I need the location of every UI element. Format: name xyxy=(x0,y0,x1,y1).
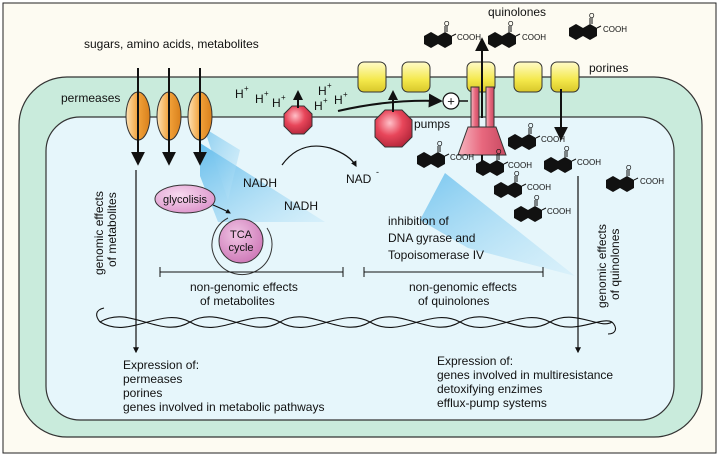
svg-text:+: + xyxy=(327,81,332,90)
porines-label: porines xyxy=(589,61,628,75)
nadh-oxidation-arrow xyxy=(281,145,357,168)
permeases-label: permeases xyxy=(61,91,120,105)
expression-right-list: Expression of: genes involved in multire… xyxy=(437,354,613,410)
svg-text:H: H xyxy=(334,93,343,107)
nad-minus-sup: - xyxy=(376,167,379,177)
svg-text:genes involved in multiresista: genes involved in multiresistance xyxy=(437,368,613,382)
inhibition-label-3: Topoisomerase IV xyxy=(388,248,484,262)
genomic-quinolones-label: genomic effects of quinolones xyxy=(595,224,622,308)
permease-arrows xyxy=(131,68,207,166)
inhibition-label-1: inhibition of xyxy=(388,214,449,228)
tca-cycle-arc xyxy=(211,217,273,276)
tca-cycle-node xyxy=(218,218,264,264)
expression-left-list: Expression of: permeases porines genes i… xyxy=(123,358,324,414)
inhibition-label-2: DNA gyrase and xyxy=(388,231,475,245)
proton-flux-arrow xyxy=(337,93,443,112)
svg-text:H: H xyxy=(318,84,327,98)
svg-text:COOH: COOH xyxy=(527,183,551,192)
svg-text:O: O xyxy=(514,171,520,178)
svg-text:O: O xyxy=(626,165,632,172)
svg-text:H: H xyxy=(314,99,323,113)
glycolisis-label: glycolisis xyxy=(163,194,208,206)
svg-text:H: H xyxy=(272,96,281,110)
metabolite-effect-wedge-top xyxy=(204,128,240,200)
svg-text:detoxifying enzimes: detoxifying enzimes xyxy=(437,382,542,396)
cooh-labels: COOH COOH COOH COOH COOH COOH COOH COOH … xyxy=(437,13,664,216)
svg-text:COOH: COOH xyxy=(603,25,627,34)
proton-pump-octagon-1 xyxy=(283,90,313,135)
proton-labels: H+ H+ H+ H+ H+ H+ xyxy=(235,81,348,113)
svg-text:H: H xyxy=(255,92,264,106)
svg-text:COOH: COOH xyxy=(547,207,571,216)
svg-text:COOH: COOH xyxy=(450,153,474,162)
svg-text:+: + xyxy=(244,84,249,93)
svg-text:O: O xyxy=(528,123,534,130)
glycolisis-node xyxy=(154,184,216,214)
svg-text:porines: porines xyxy=(123,386,162,400)
nad-label: NAD xyxy=(346,172,372,186)
svg-text:H: H xyxy=(235,87,244,101)
svg-text:COOH: COOH xyxy=(577,158,601,167)
tca-label: TCA xyxy=(230,229,253,241)
nadh-label-1: NADH xyxy=(243,176,277,190)
nongenomic-quinolones-label-1: non-genomic effects xyxy=(409,280,517,294)
svg-text:of quinolones: of quinolones xyxy=(608,229,622,300)
efflux-pump xyxy=(457,37,507,168)
plus-symbol: + xyxy=(447,94,455,109)
svg-text:+: + xyxy=(264,89,269,98)
quinolone-effect-wedge xyxy=(420,173,575,276)
nongenomic-quinolones-label-2: of quinolones xyxy=(418,294,489,308)
svg-text:of metabolites: of metabolites xyxy=(105,192,119,267)
svg-text:O: O xyxy=(444,21,450,28)
nadh-label-2: NADH xyxy=(284,199,318,213)
sugars-label: sugars, amino acids, metabolites xyxy=(84,37,259,51)
svg-text:O: O xyxy=(437,141,443,148)
svg-text:O: O xyxy=(534,195,540,202)
svg-text:O: O xyxy=(508,21,514,28)
genomic-metabolites-label: genomic effects of metabolites xyxy=(92,191,119,275)
svg-text:COOH: COOH xyxy=(522,33,546,42)
nongenomic-metabolites-label-1: non-genomic effects xyxy=(190,280,298,294)
tca-cycle-label: cycle xyxy=(228,242,253,254)
svg-text:+: + xyxy=(343,90,348,99)
svg-text:Expression of:: Expression of: xyxy=(123,358,199,372)
dna-chromosome xyxy=(96,307,617,335)
svg-text:+: + xyxy=(323,96,328,105)
svg-text:genomic effects: genomic effects xyxy=(92,191,106,275)
nongenomic-metabolites-label-2: of metabolites xyxy=(200,294,275,308)
quinolones-label: quinolones xyxy=(488,5,546,19)
svg-text:+: + xyxy=(281,93,286,102)
svg-text:COOH: COOH xyxy=(457,33,481,42)
svg-text:Expression of:: Expression of: xyxy=(437,354,513,368)
nongenomic-quinolones-bar xyxy=(363,267,544,277)
proton-pump-octagon-2 xyxy=(374,90,413,148)
svg-text:O: O xyxy=(496,149,502,156)
svg-text:genes involved in metabolic pa: genes involved in metabolic pathways xyxy=(123,400,324,414)
nongenomic-metabolites-bar xyxy=(159,267,344,277)
svg-text:COOH: COOH xyxy=(640,177,664,186)
svg-text:COOH: COOH xyxy=(508,161,532,170)
svg-text:permeases: permeases xyxy=(123,372,182,386)
porine-channels xyxy=(357,61,580,93)
svg-text:genomic effects: genomic effects xyxy=(595,224,609,308)
svg-text:efflux-pump systems: efflux-pump systems xyxy=(437,396,547,410)
svg-text:COOH: COOH xyxy=(541,135,565,144)
pumps-label: pumps xyxy=(414,117,450,131)
svg-text:O: O xyxy=(564,146,570,153)
svg-text:O: O xyxy=(589,13,595,20)
